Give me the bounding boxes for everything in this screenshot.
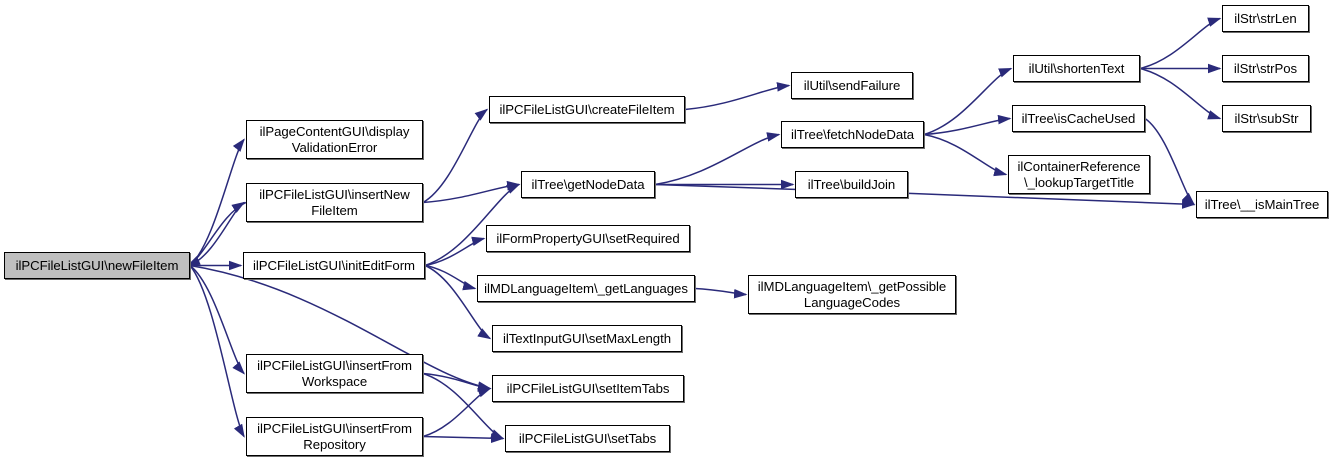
edge-insertFromRepository-to-setItemTabs — [422, 387, 492, 438]
graph-node-strLen[interactable]: ilStr\strLen — [1222, 5, 1309, 32]
graph-node-createFileItem[interactable]: ilPCFileListGUI\createFileItem — [489, 96, 685, 123]
edge-insertNewFileItem-to-newFileItem — [186, 201, 247, 267]
graph-node-insertFromRepository[interactable]: ilPCFileListGUI\insertFrom Repository — [246, 417, 423, 456]
graph-node-getNodeData[interactable]: ilTree\getNodeData — [521, 171, 655, 198]
graph-node-sendFailure[interactable]: ilUtil\sendFailure — [791, 72, 913, 99]
graph-node-strPos[interactable]: ilStr\strPos — [1222, 55, 1309, 82]
edge-getNodeData-to-fetchNodeData — [654, 132, 781, 186]
graph-node-getPossibleLanguageCodes[interactable]: ilMDLanguageItem\_getPossible LanguageCo… — [748, 275, 956, 314]
edge-fetchNodeData-to-lookupTargetTitle — [923, 133, 1008, 177]
graph-node-insertNewFileItem[interactable]: ilPCFileListGUI\insertNew FileItem — [246, 183, 423, 222]
graph-node-setTabs[interactable]: ilPCFileListGUI\setTabs — [505, 425, 670, 452]
graph-node-setRequired[interactable]: ilFormPropertyGUI\setRequired — [486, 225, 690, 252]
edge-insertFromRepository-to-setTabs — [422, 433, 505, 443]
edge-shortenText-to-subStr — [1139, 67, 1222, 120]
graph-node-isMainTree[interactable]: ilTree\__isMainTree — [1196, 191, 1328, 218]
graph-node-isCacheUsed[interactable]: ilTree\isCacheUsed — [1012, 105, 1145, 132]
edge-insertNewFileItem-to-getNodeData — [422, 180, 521, 204]
edge-newFileItem-to-insertFromWorkspace — [189, 264, 246, 375]
edge-fetchNodeData-to-isCacheUsed — [923, 114, 1012, 136]
graph-node-displayValidationError[interactable]: ilPageContentGUI\display ValidationError — [246, 120, 423, 159]
edge-insertFromWorkspace-to-setItemTabs — [422, 372, 492, 392]
edge-insertFromWorkspace-to-setTabs — [422, 372, 505, 440]
graph-node-setItemTabs[interactable]: ilPCFileListGUI\setItemTabs — [492, 375, 684, 402]
edge-newFileItem-to-insertFromRepository — [189, 265, 245, 438]
edge-shortenText-to-strLen — [1139, 17, 1222, 70]
edge-newFileItem-to-displayValidationError — [189, 138, 245, 267]
edge-fetchNodeData-to-shortenText — [923, 67, 1013, 136]
edge-initEditForm-to-getLanguages — [424, 264, 477, 291]
graph-node-setMaxLength[interactable]: ilTextInputGUI\setMaxLength — [492, 325, 682, 352]
edge-initEditForm-to-setRequired — [424, 236, 486, 267]
graph-node-fetchNodeData[interactable]: ilTree\fetchNodeData — [781, 121, 924, 148]
edge-isCacheUsed-to-isMainTree — [1144, 117, 1196, 206]
edge-newFileItem-to-insertNewFileItem — [189, 201, 246, 267]
edge-getLanguages-to-getPossibleLanguageCodes — [694, 287, 748, 299]
graph-node-subStr[interactable]: ilStr\subStr — [1222, 105, 1311, 132]
graph-node-getLanguages[interactable]: ilMDLanguageItem\_getLanguages — [477, 275, 695, 302]
graph-node-insertFromWorkspace[interactable]: ilPCFileListGUI\insertFrom Workspace — [246, 354, 423, 393]
graph-node-buildJoin[interactable]: ilTree\buildJoin — [795, 171, 908, 198]
graph-node-newFileItem[interactable]: ilPCFileListGUI\newFileItem — [4, 252, 190, 279]
graph-node-lookupTargetTitle[interactable]: ilContainerReference \_lookupTargetTitle — [1008, 155, 1150, 194]
graph-node-shortenText[interactable]: ilUtil\shortenText — [1013, 55, 1140, 82]
edge-insertNewFileItem-to-createFileItem — [422, 108, 489, 204]
edge-createFileItem-to-sendFailure — [684, 82, 791, 111]
graph-node-initEditForm[interactable]: ilPCFileListGUI\initEditForm — [243, 252, 425, 279]
